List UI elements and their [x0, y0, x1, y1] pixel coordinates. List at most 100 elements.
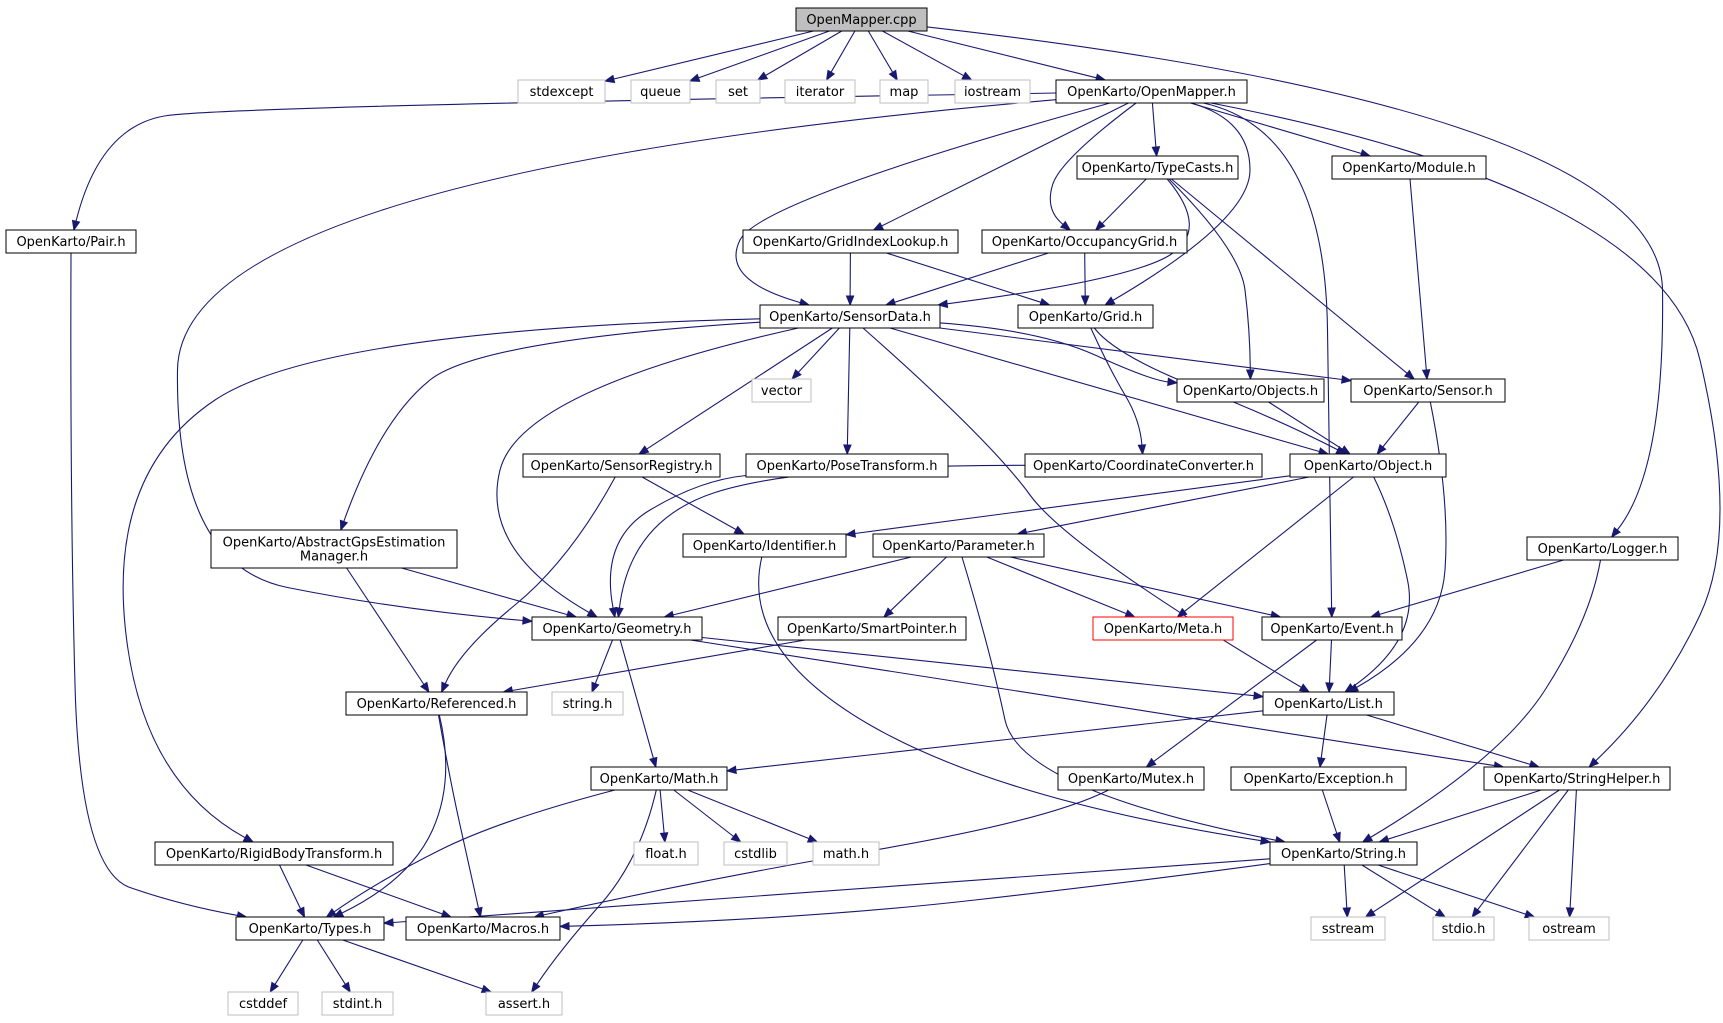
edge-line — [176, 99, 1057, 622]
edge-math-to-cstdlib — [673, 789, 742, 843]
edge-arrowhead — [341, 981, 351, 994]
edge-line — [333, 789, 616, 913]
edge-openmapper-to-stringhelper — [1210, 102, 1721, 768]
edge-sensordata-to-abstractgps — [339, 321, 761, 532]
edge-openmapper-to-gridindex — [872, 102, 1129, 231]
edge-line — [698, 30, 830, 79]
node-box — [1262, 691, 1395, 716]
node-module[interactable]: OpenKarto/Module.h — [1331, 155, 1487, 180]
node-pair[interactable]: OpenKarto/Pair.h — [5, 229, 137, 254]
edge-line — [1356, 401, 1447, 688]
node-iterator: iterator — [784, 79, 856, 104]
node-mutex[interactable]: OpenKarto/Mutex.h — [1057, 766, 1205, 791]
edge-line — [890, 556, 947, 612]
edge-line — [346, 567, 425, 685]
node-typecasts[interactable]: OpenKarto/TypeCasts.h — [1076, 155, 1239, 180]
node-list[interactable]: OpenKarto/List.h — [1262, 691, 1395, 716]
edge-line — [947, 178, 1190, 305]
edge-line — [1049, 102, 1137, 225]
edge-line — [279, 864, 302, 910]
node-exception[interactable]: OpenKarto/Exception.h — [1230, 766, 1407, 791]
edge-arrowhead — [688, 73, 701, 82]
edge-arrowhead — [883, 607, 894, 618]
node-occupancy[interactable]: OpenKarto/OccupancyGrid.h — [981, 229, 1188, 254]
edge-geometry-to-math — [619, 639, 658, 769]
node-label: OpenKarto/Object.h — [1304, 459, 1432, 474]
node-identifier[interactable]: OpenKarto/Identifier.h — [682, 533, 847, 558]
node-math[interactable]: OpenKarto/Math.h — [590, 766, 728, 791]
node-box — [759, 304, 941, 329]
node-box — [751, 378, 812, 403]
edge-arrowhead — [441, 681, 450, 694]
node-label: OpenKarto/CoordinateConverter.h — [1033, 459, 1254, 474]
node-grid[interactable]: OpenKarto/Grid.h — [1017, 304, 1154, 329]
node-parameter[interactable]: OpenKarto/Parameter.h — [872, 533, 1045, 558]
edge-line — [1328, 639, 1333, 684]
node-label: queue — [640, 85, 681, 100]
node-box — [210, 529, 458, 569]
edge-geometry-to-list — [701, 636, 1265, 700]
node-box — [1350, 378, 1506, 403]
edge-line — [1190, 102, 1362, 155]
node-string[interactable]: OpenKarto/String.h — [1269, 841, 1418, 866]
node-object[interactable]: OpenKarto/Object.h — [1289, 453, 1447, 478]
edge-types-to-cstddef — [269, 939, 304, 994]
edge-types-to-stdinth — [316, 939, 351, 994]
edge-root-to-queue — [688, 30, 830, 82]
edge-line — [512, 639, 806, 692]
edge-line — [701, 636, 1255, 697]
node-objects[interactable]: OpenKarto/Objects.h — [1176, 378, 1325, 403]
edge-line — [1569, 789, 1577, 909]
node-root[interactable]: OpenMapper.cpp — [795, 7, 928, 32]
node-label: OpenKarto/AbstractGpsEstimation — [223, 536, 446, 551]
edge-parameter-to-smartptr — [883, 556, 947, 618]
edge-module-to-sensor — [1409, 178, 1431, 381]
node-box — [633, 841, 699, 866]
node-label: OpenKarto/Sensor.h — [1363, 384, 1493, 399]
edge-referenced-to-types — [332, 714, 447, 918]
edge-line — [735, 710, 1264, 771]
node-types[interactable]: OpenKarto/Types.h — [235, 916, 385, 941]
node-stringhelper[interactable]: OpenKarto/StringHelper.h — [1483, 766, 1671, 791]
node-sensor[interactable]: OpenKarto/Sensor.h — [1350, 378, 1506, 403]
node-ostream: ostream — [1528, 916, 1610, 941]
node-referenced[interactable]: OpenKarto/Referenced.h — [345, 691, 528, 716]
node-gridindex[interactable]: OpenKarto/GridIndexLookup.h — [742, 229, 959, 254]
edge-sensorreg-to-identifier — [641, 476, 746, 535]
edge-object-to-list — [1343, 476, 1410, 693]
edge-line — [1090, 327, 1143, 446]
edge-event-to-mutex — [1145, 639, 1317, 768]
edge-pair-to-types — [70, 252, 248, 920]
node-box — [1289, 453, 1447, 478]
node-box — [1432, 916, 1495, 941]
edge-line — [1352, 476, 1410, 688]
node-label: OpenKarto/Math.h — [600, 772, 719, 787]
node-logger[interactable]: OpenKarto/Logger.h — [1526, 536, 1679, 561]
edge-line — [690, 639, 1495, 767]
edge-arrowhead — [242, 833, 255, 843]
edge-arrowhead — [843, 444, 852, 456]
node-macros[interactable]: OpenKarto/Macros.h — [405, 916, 561, 941]
edge-root-to-logger — [926, 26, 1664, 539]
edge-line — [659, 789, 665, 834]
node-sensordata[interactable]: OpenKarto/SensorData.h — [759, 304, 941, 329]
node-sensorreg[interactable]: OpenKarto/SensorRegistry.h — [522, 453, 721, 478]
node-label: map — [890, 85, 919, 100]
node-event[interactable]: OpenKarto/Event.h — [1261, 616, 1403, 641]
node-smartptr[interactable]: OpenKarto/SmartPointer.h — [777, 616, 967, 641]
edge-posetrans-to-geometry — [608, 474, 747, 619]
node-coordconv[interactable]: OpenKarto/CoordinateConverter.h — [1024, 453, 1263, 478]
edge-arrowhead — [440, 909, 453, 918]
node-rigidbody[interactable]: OpenKarto/RigidBodyTransform.h — [154, 841, 394, 866]
node-label: OpenKarto/Mutex.h — [1068, 772, 1194, 787]
edge-arrowhead — [1341, 375, 1353, 384]
edge-arrowhead — [608, 606, 618, 619]
node-box — [1076, 155, 1239, 180]
node-posetrans[interactable]: OpenKarto/PoseTransform.h — [745, 453, 949, 478]
node-label: math.h — [823, 847, 869, 862]
node-geometry[interactable]: OpenKarto/Geometry.h — [531, 616, 703, 641]
node-openmapper[interactable]: OpenKarto/OpenMapper.h — [1055, 79, 1248, 104]
edge-line — [758, 556, 1262, 842]
edge-line — [926, 26, 1664, 531]
